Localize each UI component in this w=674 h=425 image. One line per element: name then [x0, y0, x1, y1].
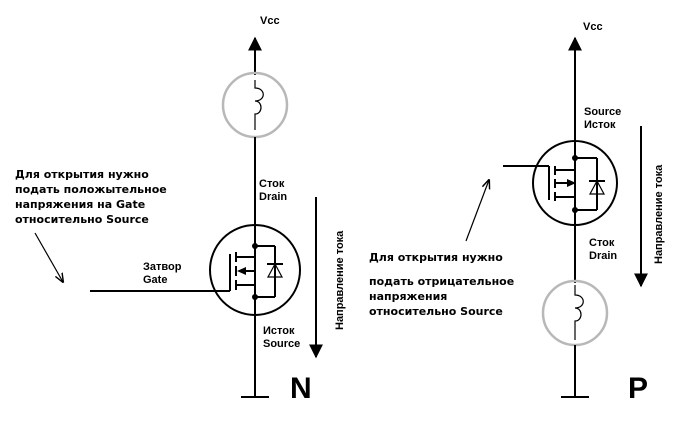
- n-lamp-filament: [254, 80, 264, 130]
- n-channel-circuit: Vcc Сток Drain: [15, 15, 346, 405]
- n-note-arrow: [34, 232, 63, 282]
- p-current-label: Направление тока: [653, 164, 665, 264]
- p-channel-circuit: Vcc Source Исток Сток Drain: [369, 21, 665, 405]
- n-type-letter: N: [290, 372, 312, 405]
- n-drain-label: Сток Drain: [259, 178, 287, 203]
- n-current-label: Направление тока: [334, 230, 346, 330]
- n-gate-label: Затвор Gate: [143, 261, 185, 286]
- p-diode-icon: [588, 179, 606, 195]
- p-vcc-label: Vcc: [583, 21, 603, 33]
- p-lamp-filament: [574, 285, 584, 340]
- p-type-letter: P: [628, 372, 648, 405]
- n-note: Для открытия нужно подать положытельное …: [15, 168, 171, 226]
- n-source-label: Исток Source: [263, 325, 300, 350]
- p-note: Для открытия нужно подать отрицательное …: [369, 251, 518, 318]
- p-note-arrow: [465, 180, 489, 242]
- n-vcc-label: Vcc: [260, 15, 280, 27]
- n-diode-icon: [266, 262, 284, 278]
- p-source-label: Source Исток: [584, 106, 624, 131]
- p-drain-label: Сток Drain: [589, 237, 617, 262]
